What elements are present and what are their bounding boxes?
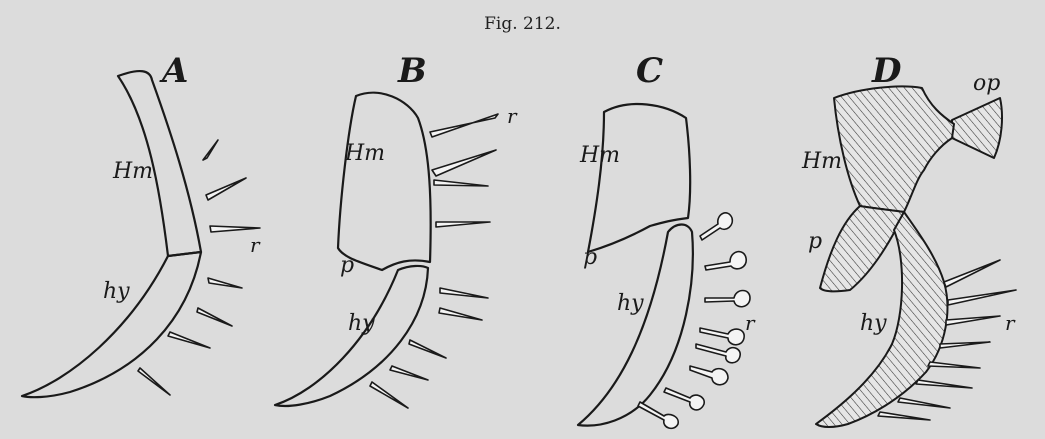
panel-c-label-p: p (583, 245, 597, 270)
panel-c-label-hy: hy (617, 291, 644, 316)
panel-a-label-hm: Hm (112, 159, 153, 184)
panel-a-letter: A (159, 51, 188, 91)
panel-c: C Hm p hy r (578, 51, 756, 428)
panel-c-rays (638, 213, 750, 428)
panel-b-label-p: p (340, 253, 354, 278)
panel-d-hyomandibular (834, 86, 954, 212)
panel-d-joint (820, 206, 904, 291)
panel-c-hyomandibular (588, 104, 690, 252)
panel-d-opercular (952, 98, 1002, 158)
panel-c-label-hm: Hm (579, 143, 620, 168)
panel-a-label-hy: hy (103, 279, 130, 304)
panel-d-label-hy: hy (860, 311, 887, 336)
panel-b-letter: B (397, 51, 427, 91)
panel-c-label-r: r (745, 311, 756, 335)
panel-d-label-p: p (808, 229, 822, 254)
panel-b-hyomandibular (338, 93, 431, 270)
panel-b-label-r: r (507, 104, 518, 128)
panel-a: A Hm hy r (22, 51, 261, 397)
panel-d-label-op: op (973, 71, 1000, 96)
panel-b-label-hm: Hm (344, 141, 385, 166)
panel-c-letter: C (636, 51, 663, 91)
panel-a-hyoid (22, 252, 201, 397)
panel-b: B Hm p hy r (275, 51, 518, 408)
panel-d-label-r: r (1005, 311, 1016, 335)
panel-b-label-hy: hy (348, 311, 375, 336)
panel-d-label-hm: Hm (801, 149, 842, 174)
panel-d: D Hm op p hy r (801, 51, 1016, 427)
panel-a-label-r: r (250, 233, 261, 257)
panel-d-letter: D (871, 51, 902, 91)
panel-b-rays (370, 114, 498, 408)
